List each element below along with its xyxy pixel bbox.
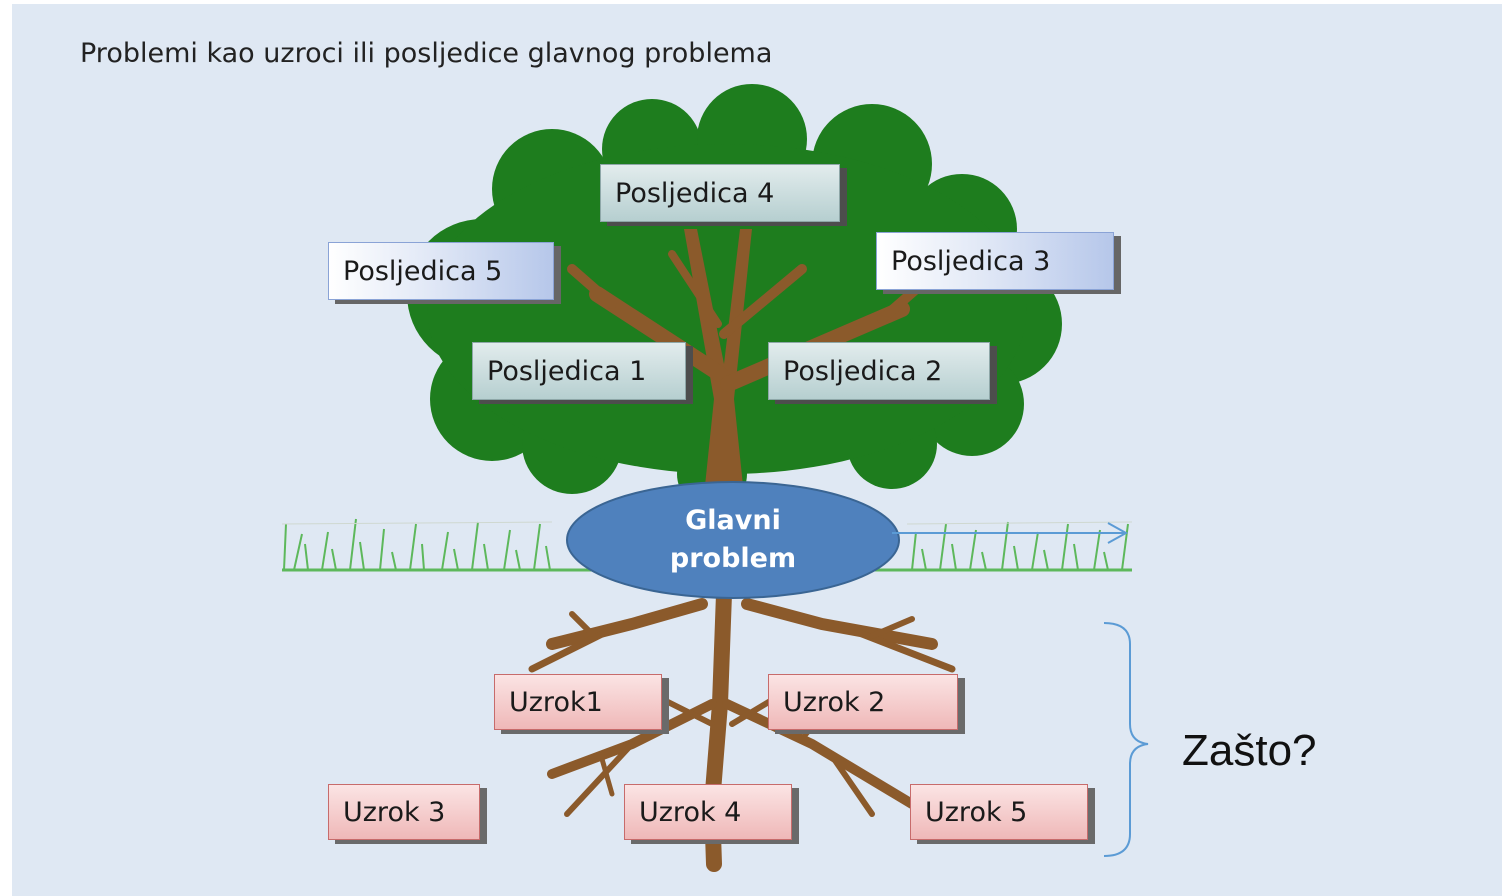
- main-problem-line-1: Glavni: [685, 505, 781, 536]
- cause-box-1: Uzrok1: [494, 674, 662, 730]
- tree-trunk: [567, 229, 927, 534]
- consequence-box-1: Posljedica 1: [472, 342, 686, 400]
- consequence-box-2: Posljedica 2: [768, 342, 990, 400]
- cause-box-5: Uzrok 5: [910, 784, 1088, 840]
- cause-box-4: Uzrok 4: [624, 784, 792, 840]
- slide-title: Problemi kao uzroci ili posljedice glavn…: [80, 38, 773, 69]
- cause-box-3: Uzrok 3: [328, 784, 480, 840]
- why-question: Zašto?: [1182, 726, 1317, 775]
- right-brace-icon: [1103, 622, 1149, 857]
- slide: Problemi kao uzroci ili posljedice glavn…: [12, 4, 1502, 896]
- tree-roots: [528, 586, 956, 872]
- main-problem: Glavni problem: [567, 481, 899, 599]
- main-problem-ellipse: [566, 481, 900, 599]
- consequence-box-3: Posljedica 3: [876, 232, 1114, 290]
- cause-box-2: Uzrok 2: [768, 674, 958, 730]
- arrow-icon: [892, 522, 1129, 544]
- main-problem-line-2: problem: [669, 543, 797, 574]
- consequence-box-5: Posljedica 5: [328, 242, 554, 300]
- consequence-box-4: Posljedica 4: [600, 164, 840, 222]
